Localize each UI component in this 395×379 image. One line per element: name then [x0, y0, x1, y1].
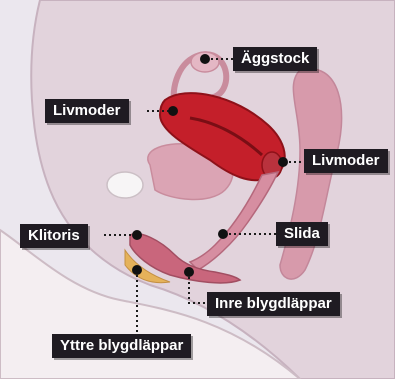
dot-livmoder: [168, 106, 178, 116]
pubic-bone: [107, 172, 143, 198]
dot-slida: [218, 229, 228, 239]
label-slida: Slida: [276, 222, 328, 246]
dot-inre: [184, 267, 194, 277]
label-livmodertapp: Livmoder: [304, 149, 388, 173]
label-inre-blygdlappar: Inre blygdläppar: [207, 292, 340, 316]
label-livmoder: Livmoder: [45, 99, 129, 123]
label-yttre-blygdlappar: Yttre blygdläppar: [52, 334, 191, 358]
dot-klitoris: [132, 230, 142, 240]
label-klitoris: Klitoris: [20, 224, 88, 248]
dot-yttre: [132, 265, 142, 275]
dot-aggstock: [200, 54, 210, 64]
label-aggstock: Äggstock: [233, 47, 317, 71]
dot-livmodertapp: [278, 157, 288, 167]
